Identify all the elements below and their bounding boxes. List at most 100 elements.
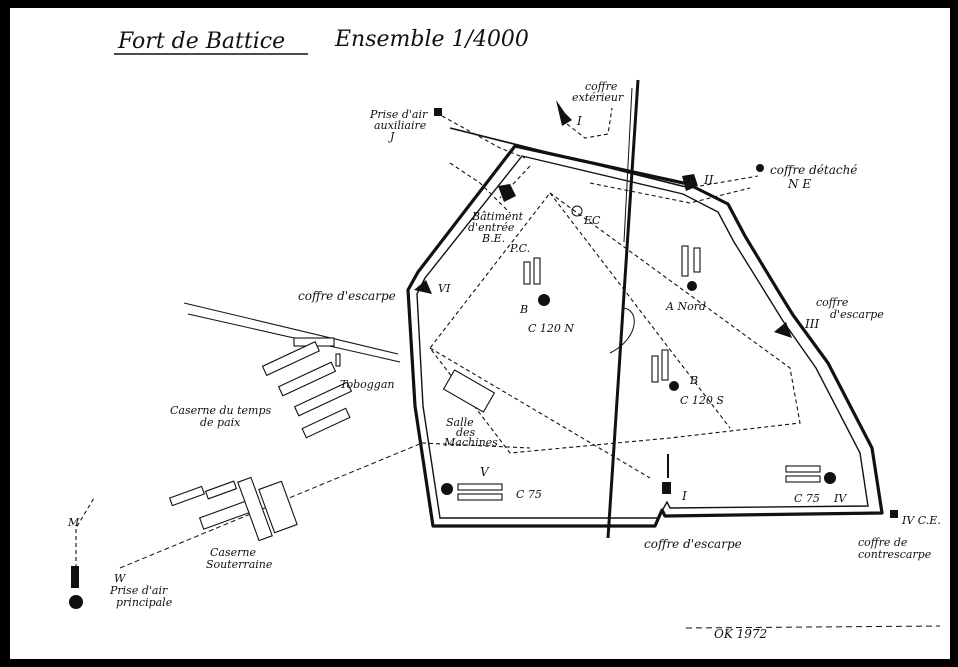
signature: OK 1972: [714, 627, 767, 641]
salle-machines-bldg: [442, 369, 496, 413]
label-m: M: [67, 516, 80, 529]
label-coffre-escarpe-right-1: coffre: [816, 296, 849, 309]
caserne-bldg-5: [301, 407, 351, 439]
bloc-b3-icon: [538, 294, 550, 306]
label-batiment-2: d'entrée: [468, 221, 515, 234]
c120s-turret-b: [661, 349, 669, 381]
label-prise-principale-3: principale: [116, 596, 173, 609]
label-anord: A Nord: [665, 300, 706, 313]
entrance-road: [449, 127, 691, 189]
label-b3: B: [519, 303, 528, 316]
prise-principale-gallery: [75, 497, 95, 568]
batiment-entree-icon: [498, 184, 516, 202]
label-toboggan: Toboggan: [340, 378, 395, 391]
label-c120n: C 120 N: [528, 322, 574, 335]
label-coffre-contre-2: contrescarpe: [858, 548, 932, 561]
access-road-line: [606, 79, 640, 539]
label-coffre-ext-2: extérieur: [572, 91, 624, 104]
a-nord-bloc-icon: [687, 281, 697, 291]
prise-principale-shaft-icon: [71, 566, 79, 588]
map-sheet: Fort de Battice Ensemble 1/4000 Prise d'…: [10, 8, 950, 659]
c75-casemate-b: [457, 493, 503, 501]
label-caserne-sout-1: Caserne: [210, 546, 256, 559]
label-prise-air-aux-num: J: [388, 130, 395, 143]
label-pc: P.C.: [509, 242, 530, 255]
prise-principale-icon: [69, 595, 83, 609]
label-bloc-v: V: [480, 465, 490, 479]
coffre-exterieur-icon: [556, 100, 572, 126]
plan-scale: Ensemble 1/4000: [334, 27, 529, 52]
label-coffre-detache: coffre détaché: [770, 163, 857, 177]
fort-plan: Fort de Battice Ensemble 1/4000 Prise d'…: [67, 27, 941, 641]
label-caserne-sout-2: Souterraine: [206, 558, 273, 571]
label-caserne-paix-2: de paix: [200, 416, 241, 429]
souterraine-bldg-4: [237, 476, 273, 542]
label-batiment-1: Bâtiment: [471, 210, 524, 223]
souterraine-bldg-5: [258, 480, 298, 534]
c75b-casemate-b: [785, 475, 821, 483]
gallery-dash-2: [549, 192, 731, 429]
label-caserne-paix-1: Caserne du temps: [170, 404, 272, 417]
label-bloc-vi: VI: [438, 282, 451, 295]
c75-casemate-a: [457, 483, 503, 491]
label-prise-principale-2: Prise d'air: [109, 584, 168, 597]
label-coffre-ext-num: I: [576, 114, 582, 128]
label-bloc-iii: III: [804, 317, 819, 331]
label-c120s: C 120 S: [680, 394, 724, 407]
a-nord-turret-b: [693, 247, 701, 273]
coffre-detache-gallery: [699, 175, 759, 187]
souterraine-bldg-2: [204, 480, 238, 500]
label-salle-3: Machines: [443, 436, 498, 449]
signature-line: [685, 625, 941, 629]
bloc-i-icon: [662, 482, 671, 494]
label-c75b: C 75: [794, 492, 820, 505]
aux-air-intake-icon: [434, 108, 442, 116]
caserne-bldg-4: [293, 381, 353, 417]
label-prise-air-aux-1: Prise d'air: [369, 108, 428, 121]
label-ce: IV C.E.: [901, 514, 941, 527]
label-coffre-contre-1: coffre de: [858, 536, 908, 549]
label-bloc-i: I: [681, 489, 687, 503]
souterraine-bldg-1: [168, 485, 206, 507]
c120s-turret-a: [651, 355, 659, 383]
label-coffre-escarpe-right-2: d'escarpe: [830, 308, 884, 321]
bloc-v-icon: [441, 483, 453, 495]
label-salle-2: des: [456, 426, 476, 439]
label-salle-1: Salle: [446, 416, 474, 429]
c75b-casemate-a: [785, 465, 821, 473]
coffre-escarpe-iii-icon: [774, 322, 792, 338]
label-bloc-ii: II: [703, 173, 714, 187]
inner-dashed-outline: [429, 192, 801, 454]
gallery-dash-3: [589, 182, 751, 204]
coffre-ext-gallery: [566, 107, 613, 139]
a-nord-turret-a: [681, 245, 689, 277]
gallery-dash-4: [449, 162, 511, 214]
bloc-b3b-icon: [669, 381, 679, 391]
ec-cupola-icon: [571, 205, 583, 217]
label-prise-principale-1: W: [114, 572, 127, 585]
c120n-turret-b: [533, 257, 541, 285]
label-c75: C 75: [516, 488, 542, 501]
central-curve: [609, 307, 635, 354]
inner-wall: [416, 155, 869, 519]
label-bloc-iv: IV: [833, 492, 847, 505]
label-coffre-ext-1: coffre: [585, 80, 618, 93]
c120n-turret-a: [523, 261, 531, 285]
label-batiment-3: B.E.: [481, 232, 505, 245]
coffre-contrescarpe-icon: [890, 510, 898, 518]
toboggan-post: [335, 353, 341, 367]
access-road-side: [623, 87, 633, 243]
coffre-escarpe-vi-icon: [414, 280, 432, 294]
label-coffre-escarpe-left: coffre d'escarpe: [298, 289, 396, 303]
rail-line-1: [183, 302, 399, 355]
bloc-iv-icon: [824, 472, 836, 484]
bloc-ii-icon: [682, 174, 698, 191]
plan-title: Fort de Battice: [117, 29, 285, 54]
label-prise-air-aux-2: auxiliaire: [374, 119, 427, 132]
label-b3b: B: [689, 374, 698, 387]
label-ec: EC: [583, 214, 601, 227]
aux-air-gallery: [441, 115, 526, 159]
label-coffre-escarpe-bottom: coffre d'escarpe: [644, 537, 742, 551]
label-coffre-detache-code: N E: [787, 177, 811, 191]
caserne-bldg-3: [277, 361, 337, 397]
